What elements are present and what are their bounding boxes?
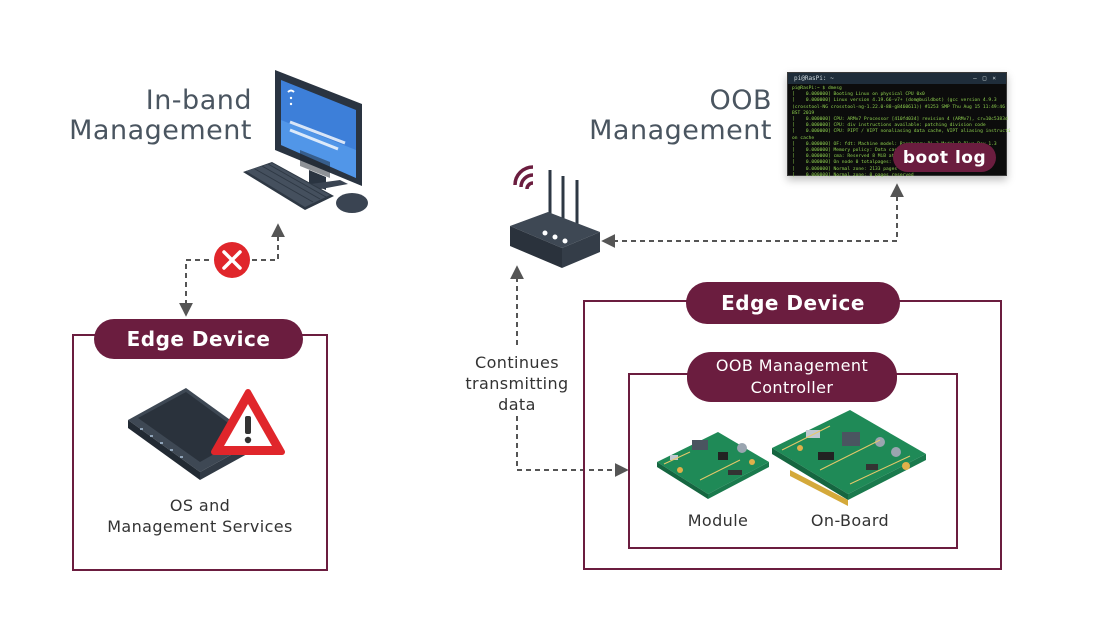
circuit-board-icon [772,410,926,506]
terminal-line: [ 0.000000] Booting Linux on physical CP… [792,92,925,98]
onboard-label: On-Board [810,511,890,530]
oob-controller-title: OOB Management Controller [687,352,897,402]
os-services-caption-line2: Management Services [107,517,293,536]
oob-heading-line1: OOB [709,85,772,116]
inband-heading-line1: In-band [145,85,252,116]
inband-connector-arrow [186,226,278,314]
router-controller-arrow [517,268,626,470]
warning-triangle-icon [211,389,285,455]
terminal-line: [ 0.000000] Normal zone: 0 pages reserve… [792,172,914,178]
terminal-title: pi@RasPi: ~ [794,75,834,82]
keyboard-icon [243,162,334,210]
transmit-label-line2: transmitting [465,374,569,393]
transmit-label-line1: Continues [475,353,559,372]
terminal-output: pi@RasPi:~ $ dmesg[ 0.000000] Booting Li… [788,84,1011,181]
terminal-line: [ 0.000000] CPU: PIPT / VIPT nonaliasing… [792,129,1011,135]
transmit-label: Continues transmitting data [452,352,582,415]
terminal-line: pi@RasPi:~ $ dmesg [792,86,842,91]
terminal-line: [ 0.000000] Linux version 4.19.66-v7+ (d… [792,98,997,104]
inband-heading: In-band Management [40,86,252,146]
oob-controller-title-line2: Controller [750,378,834,397]
os-services-caption: OS and Management Services [80,495,320,537]
right-edge-device-title: Edge Device [686,282,900,324]
terminal-line: (crosstool-NG crosstool-ng-1.22.0-88-g84… [792,104,1005,110]
inband-heading-line2: Management [69,115,252,146]
oob-heading-line2: Management [589,115,772,146]
module-label: Module [687,511,749,530]
boot-log-badge: boot log [893,143,996,172]
wifi-router-icon [510,165,600,268]
terminal-line: [ 0.000000] CPU: ARMv7 Processor [410fd0… [792,117,1008,123]
left-edge-device-title: Edge Device [94,319,303,359]
terminal-titlebar: pi@RasPi: ~ –□× [788,73,1006,84]
transmit-label-line3: data [498,395,536,414]
error-x-icon [214,242,250,278]
terminal-line: on cache [792,135,815,141]
circuit-board-icon [657,432,769,499]
router-terminal-arrow [601,183,904,248]
terminal-line: [ 0.000000] CPU: div instructions availa… [792,123,986,129]
mouse-icon [336,193,368,213]
terminal-line: BST 2019 [792,110,815,116]
os-services-caption-line1: OS and [169,496,231,515]
window-controls-icon: –□× [973,75,1002,82]
oob-controller-title-line1: OOB Management [715,356,869,375]
oob-heading: OOB Management [560,86,772,146]
desktop-computer-icon [275,70,362,192]
